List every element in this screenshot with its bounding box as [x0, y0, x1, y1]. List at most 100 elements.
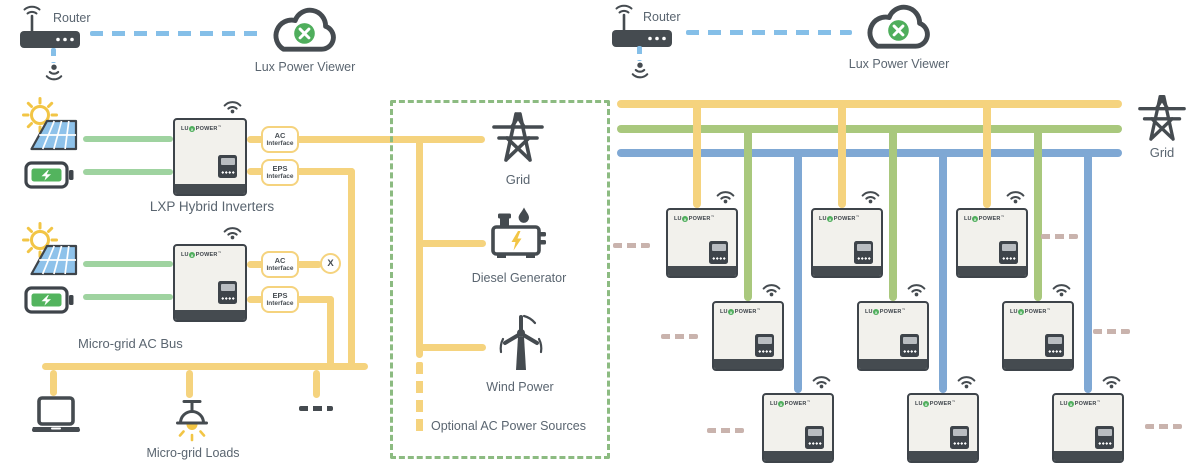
solar-panel-icon — [30, 119, 78, 156]
inverter-screen — [1047, 337, 1062, 344]
router-icon — [610, 4, 674, 48]
wifi-icon — [222, 224, 243, 245]
inverter-display — [218, 155, 237, 178]
eps-line-vertical — [348, 168, 355, 370]
wifi-icon — [222, 98, 243, 119]
blue-tap-line — [794, 153, 802, 393]
wifi-icon — [1005, 188, 1026, 209]
disconnected-x-mark: X — [320, 253, 341, 274]
router-icon — [18, 5, 82, 49]
load-drop-line — [313, 370, 320, 398]
bus-line-blue — [617, 149, 1122, 157]
cloud-icon — [860, 1, 936, 59]
inverter-buttons — [953, 442, 967, 445]
inverter-display — [1095, 426, 1114, 449]
optional-sources-box — [390, 100, 610, 459]
diesel-branch-line — [420, 240, 486, 247]
battery-icon — [24, 160, 74, 195]
eps-line-vertical — [327, 296, 334, 370]
solar-panel-icon — [30, 244, 78, 281]
inverter-screen — [952, 429, 967, 436]
battery-dc-line — [83, 294, 173, 300]
battery-dc-line — [83, 169, 173, 175]
wind-turbine-icon — [494, 310, 548, 374]
blue-tap-line — [939, 153, 947, 393]
ac-bus-label: Micro-grid AC Bus — [78, 336, 183, 351]
green-tap-line — [889, 129, 897, 301]
more-inverters-ellipsis — [613, 243, 650, 248]
eps-interface-box: EPS Interface — [261, 159, 299, 186]
cloud-label: Lux Power Viewer — [254, 60, 356, 74]
inverter-buttons — [221, 171, 235, 174]
diesel-generator-label: Diesel Generator — [471, 271, 567, 285]
wifi-dongle-icon — [45, 64, 63, 81]
inverter-buttons — [857, 257, 871, 260]
inverter-buttons — [758, 350, 772, 353]
grid-label: Grid — [1149, 145, 1175, 160]
bus-line-yellow — [617, 100, 1122, 108]
inverter-display — [999, 241, 1018, 264]
inverter-buttons — [1098, 442, 1112, 445]
diesel-generator-icon — [487, 206, 551, 262]
wifi-icon — [1101, 373, 1122, 394]
router-dongle-link — [637, 46, 642, 61]
yellow-tap-line — [838, 104, 846, 208]
green-tap-line — [1034, 129, 1042, 301]
bus-line-green — [617, 125, 1122, 133]
inverter-screen — [807, 429, 822, 436]
router-label: Router — [643, 10, 681, 24]
inverter-display — [805, 426, 824, 449]
optional-sources-trunk-dashed — [416, 362, 423, 434]
grid-tower-icon — [1135, 93, 1189, 141]
inverter-display — [900, 334, 919, 357]
more-inverters-ellipsis — [661, 334, 698, 339]
green-tap-line — [744, 129, 752, 301]
more-inverters-ellipsis — [707, 428, 744, 433]
pv-dc-line — [83, 136, 173, 142]
microgrid-ac-bus-line — [42, 363, 368, 370]
ac-interface-box: AC Interface — [261, 251, 299, 278]
inverter-screen — [220, 284, 235, 291]
inverter-screen — [856, 244, 871, 251]
yellow-tap-line — [983, 104, 991, 208]
ac-line-to-grid — [247, 136, 485, 143]
inverter-buttons — [903, 350, 917, 353]
wifi-icon — [956, 373, 977, 394]
cloud-icon — [266, 4, 342, 62]
wifi-dongle-icon — [631, 62, 649, 79]
inverter-display — [755, 334, 774, 357]
inverter-display — [854, 241, 873, 264]
more-loads-ellipsis — [299, 406, 333, 411]
pv-dc-line — [83, 261, 173, 267]
wifi-icon — [761, 281, 782, 302]
load-drop-line — [50, 370, 57, 396]
inverter-screen — [1001, 244, 1016, 251]
inverter-screen — [220, 158, 235, 165]
inverter-buttons — [1002, 257, 1016, 260]
load-drop-line — [186, 370, 193, 398]
router-dongle-link — [51, 48, 56, 63]
ac-interface-box: AC Interface — [261, 126, 299, 153]
wind-branch-line — [420, 344, 486, 351]
inverter-buttons — [1048, 350, 1062, 353]
inverter-buttons — [712, 257, 726, 260]
wifi-icon — [715, 188, 736, 209]
yellow-tap-line — [693, 104, 701, 208]
blue-tap-line — [1084, 153, 1092, 393]
